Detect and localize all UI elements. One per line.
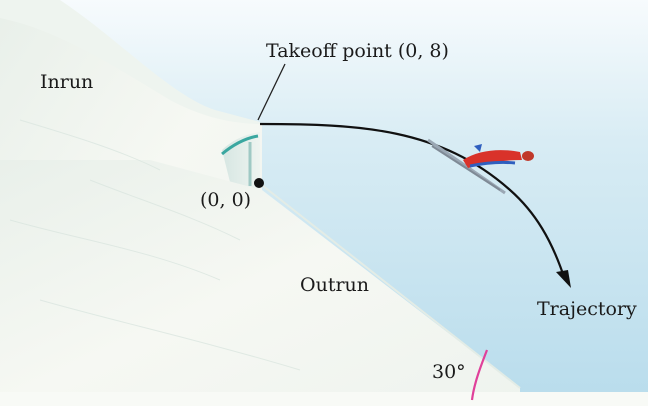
ramp-accent: [221, 134, 259, 156]
outrun-edge: [257, 181, 521, 389]
trajectory-arrowhead: [556, 270, 571, 288]
outrun-label: Outrun: [300, 274, 369, 296]
inrun-label: Inrun: [40, 71, 93, 93]
angle-arc: [470, 349, 489, 401]
trajectory-label: Trajectory: [537, 298, 637, 320]
skier-icon: [427, 138, 534, 195]
snow-texture: [9, 119, 301, 371]
ground-strip: [0, 392, 648, 406]
outrun-slope: [0, 160, 520, 406]
origin-label: (0, 0): [200, 189, 251, 211]
origin-point: [254, 178, 264, 188]
takeoff-leader-line: [257, 63, 286, 121]
angle-label: 30°: [432, 361, 466, 383]
trajectory-curve: [259, 122, 567, 281]
takeoff-label: Takeoff point (0, 8): [266, 40, 449, 62]
